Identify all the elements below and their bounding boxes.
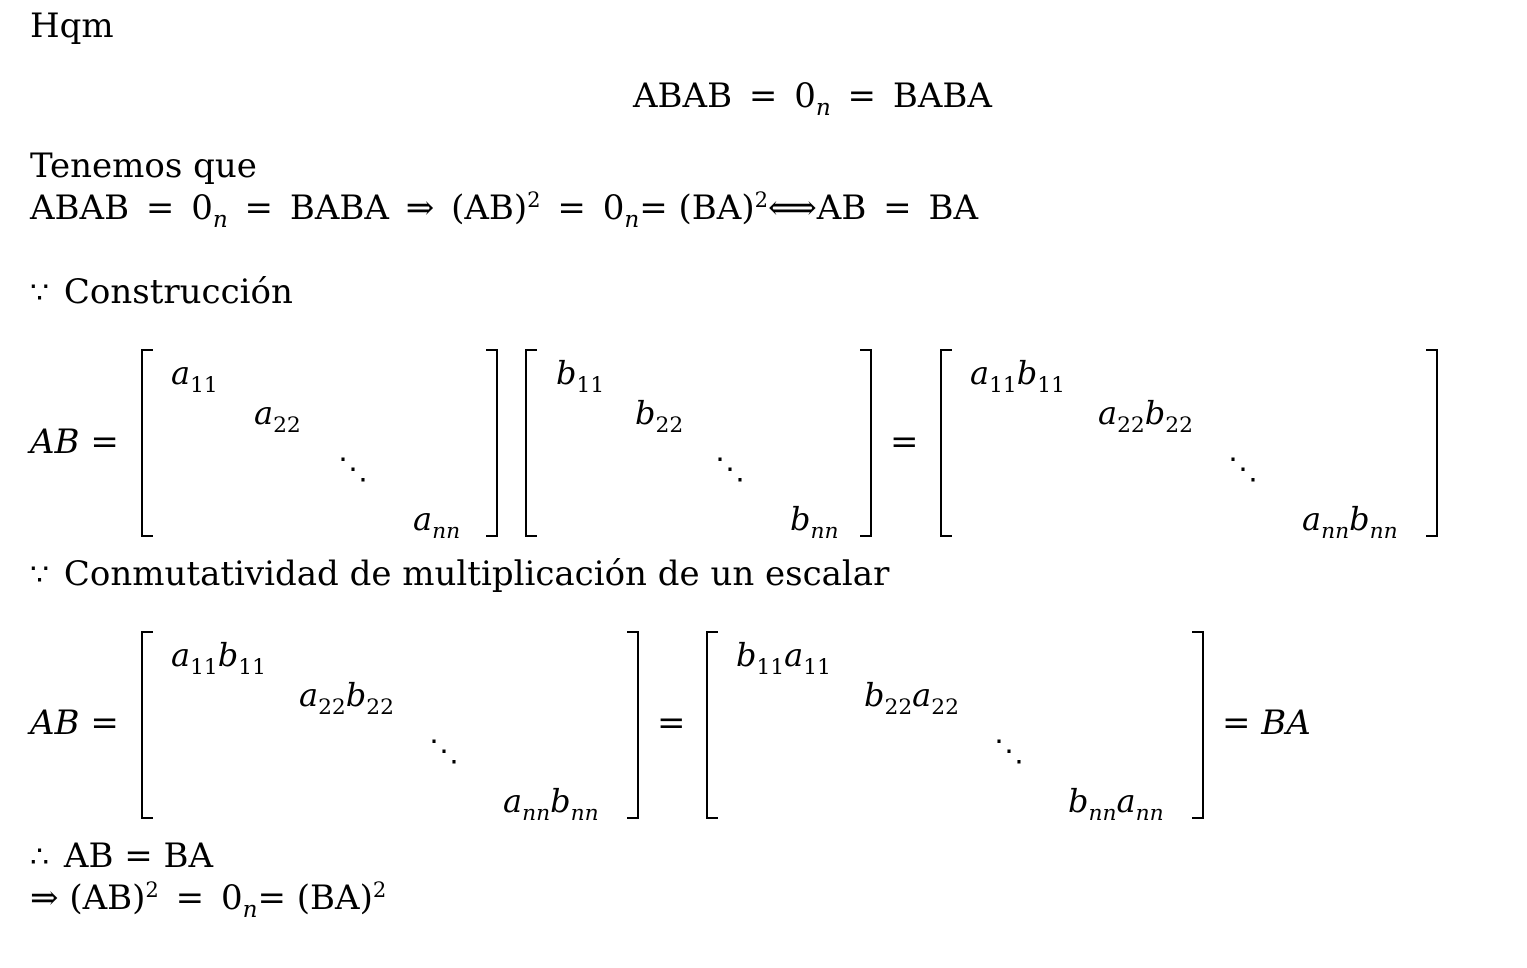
- matrix-ba-ddots: ⋱: [994, 734, 1024, 769]
- block2-equals: =: [657, 703, 686, 743]
- matrix-ab-entry-11: a11b11: [970, 354, 1065, 398]
- matrix-a: a11 a22 ⋱ ann: [141, 349, 498, 544]
- impl-zero2-sub: n: [624, 207, 640, 234]
- block2-rhs: = BA: [1222, 703, 1311, 743]
- final-ab-paren: (AB): [69, 878, 146, 918]
- matrix-b-entry-22: b22: [635, 394, 684, 438]
- intro-text: Tenemos que: [30, 146, 257, 186]
- matrix-ab-entry-22: a22b22: [1098, 394, 1193, 438]
- left-bracket: [706, 631, 718, 819]
- reason-construccion-text: Construcción: [63, 272, 293, 312]
- left-bracket: [525, 349, 537, 537]
- block1-lhs: AB =: [30, 422, 119, 462]
- final-eq1: =: [175, 878, 205, 918]
- matrix-ba-entry-nn: bnnann: [1068, 782, 1164, 826]
- heading: Hqm: [30, 6, 114, 46]
- reason-conmutatividad: ∵ Conmutatividad de multiplicación de un…: [30, 554, 889, 596]
- implication-line: ABAB = 0n = BABA ⇒ (AB)2 = 0n= (BA)2⟺AB …: [30, 187, 978, 234]
- reason-construccion: ∵ Construcción: [30, 272, 293, 314]
- matrix-ab2-entry-11: a11b11: [171, 636, 266, 680]
- right-bracket: [860, 349, 872, 537]
- matrix-ab2-entry-22: a22b22: [299, 676, 394, 720]
- matrix-ab-commuted: a11b11 a22b22 ⋱ annbnn: [141, 631, 639, 826]
- impl-sq1: 2: [527, 187, 541, 213]
- matrix-ab2-entry-nn: annbnn: [503, 782, 599, 826]
- impl-eq5: =: [883, 188, 912, 228]
- impl-zero: 0: [191, 188, 213, 228]
- display-rhs: BABA: [892, 76, 992, 116]
- display-zero-sub: n: [815, 95, 831, 122]
- matrix-b-ddots: ⋱: [715, 452, 745, 487]
- matrix-ba-entry-22: b22a22: [864, 676, 959, 720]
- matrix-ab-product: a11b11 a22b22 ⋱ annbnn: [940, 349, 1438, 544]
- block1-equals: =: [890, 422, 919, 462]
- left-bracket: [141, 349, 153, 537]
- matrix-ba-entry-11: b11a11: [736, 636, 831, 680]
- impl-baba: BABA: [289, 188, 389, 228]
- matrix-ab-entry-nn: annbnn: [1302, 500, 1398, 544]
- impl-iff: ⟺: [768, 188, 817, 228]
- left-bracket: [141, 631, 153, 819]
- matrix-a-entry-22: a22: [254, 394, 301, 438]
- impl-eq1: =: [145, 188, 175, 228]
- impl-ba-paren: (BA): [678, 188, 755, 228]
- because-icon: ∵: [30, 276, 50, 311]
- matrix-ab2-ddots: ⋱: [429, 734, 459, 769]
- final-eq2: =: [257, 878, 286, 918]
- impl-ba: BA: [928, 188, 978, 228]
- block2-lhs: AB =: [30, 703, 119, 743]
- right-bracket: [1192, 631, 1204, 819]
- right-bracket: [486, 349, 498, 537]
- display-eq1: =: [748, 76, 778, 116]
- right-bracket: [627, 631, 639, 819]
- impl-zero2: 0: [602, 188, 625, 228]
- conclusion-text: AB = BA: [63, 836, 214, 876]
- display-zero: 0: [794, 76, 816, 116]
- impl-ab: AB: [816, 188, 867, 228]
- matrix-b-entry-nn: bnn: [790, 500, 839, 544]
- final-zero: 0: [220, 878, 243, 918]
- impl-sq2: 2: [754, 187, 769, 213]
- final-line: ⇒ (AB)2 = 0n= (BA)2: [30, 877, 387, 924]
- final-zero-sub: n: [242, 897, 258, 924]
- left-bracket: [940, 349, 952, 537]
- impl-eq4: =: [639, 188, 668, 228]
- final-sq1: 2: [145, 877, 159, 903]
- final-implies: ⇒: [30, 878, 59, 918]
- final-sq2: 2: [372, 877, 387, 903]
- impl-implies: ⇒: [405, 188, 435, 228]
- matrix-b: b11 b22 ⋱ bnn: [525, 349, 872, 544]
- matrix-a-ddots: ⋱: [338, 452, 368, 487]
- matrix-ba: b11a11 b22a22 ⋱ bnnann: [706, 631, 1204, 826]
- display-equation: ABAB = 0n = BABA: [633, 76, 992, 122]
- therefore-icon: ∴: [30, 840, 50, 875]
- impl-zero-sub: n: [212, 207, 228, 234]
- matrix-a-entry-nn: ann: [413, 500, 461, 544]
- display-lhs: ABAB: [633, 76, 733, 116]
- impl-eq3: =: [557, 188, 586, 228]
- right-bracket: [1426, 349, 1438, 537]
- matrix-b-entry-11: b11: [556, 354, 605, 398]
- conclusion: ∴ AB = BA: [30, 836, 213, 878]
- matrix-ab-ddots: ⋱: [1228, 452, 1258, 487]
- impl-abab: ABAB: [30, 188, 130, 228]
- reason-conmutatividad-text: Conmutatividad de multiplicación de un e…: [63, 554, 890, 594]
- because-icon: ∵: [30, 558, 50, 593]
- final-ba-paren: (BA): [296, 878, 373, 918]
- impl-eq2: =: [244, 188, 274, 228]
- impl-ab-paren: (AB): [451, 188, 528, 228]
- matrix-a-entry-11: a11: [171, 354, 218, 398]
- display-eq2: =: [847, 76, 877, 116]
